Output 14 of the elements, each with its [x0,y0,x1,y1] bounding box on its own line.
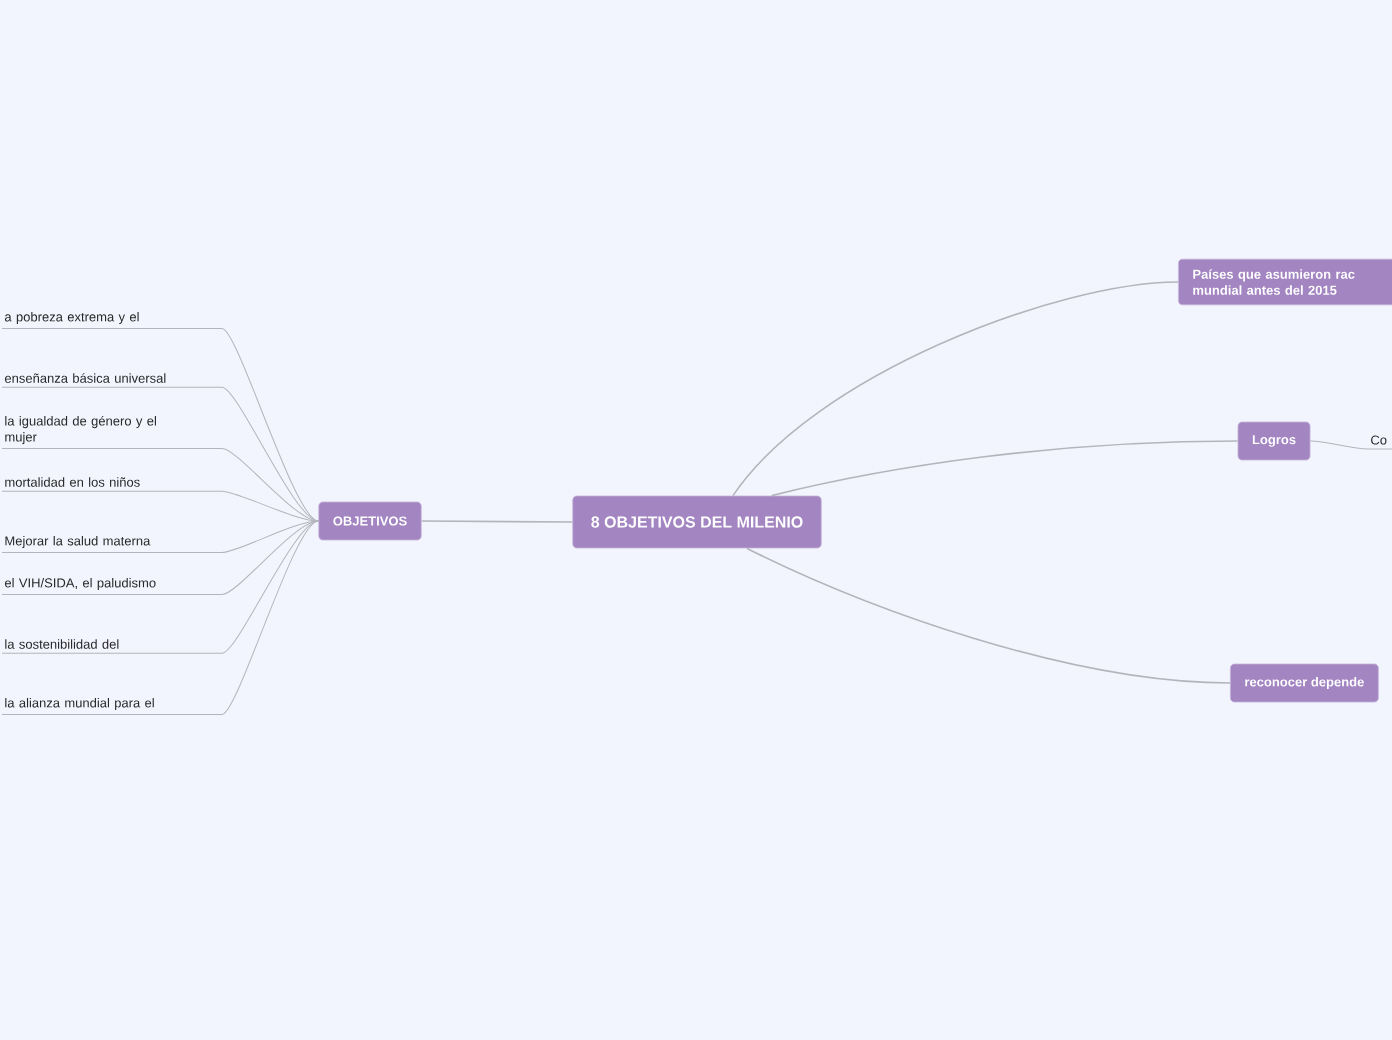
connector-line [1,520,319,595]
connector-line [1,490,319,522]
connector-line [1309,440,1392,450]
connector-line [1,327,319,522]
connector-line [1,520,319,553]
connector-line [420,520,574,523]
connector-line [1,386,319,522]
connector-line [1,520,319,654]
connector-line [770,440,1239,497]
connector-line [732,281,1179,497]
connector-line [746,547,1231,684]
connector-line [1,520,319,715]
connector-line [1,448,319,522]
topic-box: 8 OBJETIVOS DEL MILENIO [572,495,822,549]
